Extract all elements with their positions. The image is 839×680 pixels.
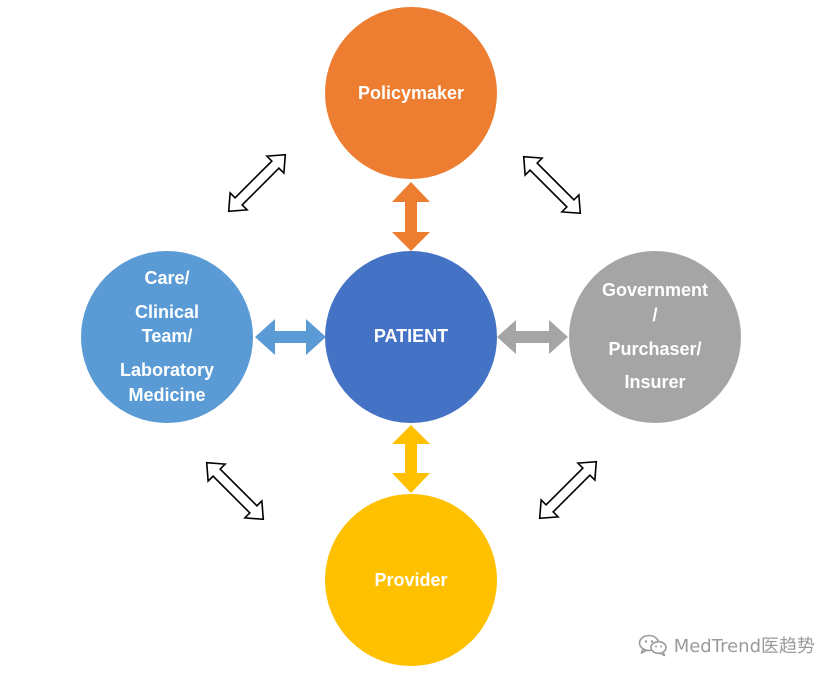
government-label-line-1: Government (602, 280, 708, 300)
care-label-line-2: Clinical (135, 302, 199, 322)
wechat-icon (638, 633, 668, 657)
double-arrow-patient-policymaker (392, 182, 430, 251)
double-arrow-patient-care (255, 319, 326, 355)
double-arrow-policymaker-government (522, 155, 582, 215)
double-arrow-care-policymaker (227, 153, 287, 213)
patient-node (325, 251, 497, 423)
double-arrow-care-provider (205, 461, 265, 521)
care-clinical-node (81, 251, 253, 423)
patient-label: PATIENT (374, 326, 448, 346)
policymaker-label: Policymaker (358, 83, 464, 103)
government-label-line-2: / (652, 305, 657, 325)
care-label-line-5: Medicine (128, 385, 205, 405)
care-label-line-1: Care/ (144, 268, 189, 288)
policymaker-node (325, 7, 497, 179)
government-label-line-3: Purchaser/ (608, 339, 701, 359)
watermark: MedTrend医趋势 (638, 632, 815, 658)
provider-node (325, 494, 497, 666)
watermark-text: MedTrend医趋势 (673, 636, 815, 657)
care-label-line-4: Laboratory (120, 360, 214, 380)
care-label-line-3: Team/ (142, 326, 193, 346)
double-arrow-patient-provider (392, 425, 430, 493)
government-label-line-4: Insurer (624, 372, 685, 392)
provider-label: Provider (374, 570, 447, 590)
double-arrow-patient-government (497, 320, 568, 354)
government-node (569, 251, 741, 423)
double-arrow-provider-government (538, 460, 598, 520)
